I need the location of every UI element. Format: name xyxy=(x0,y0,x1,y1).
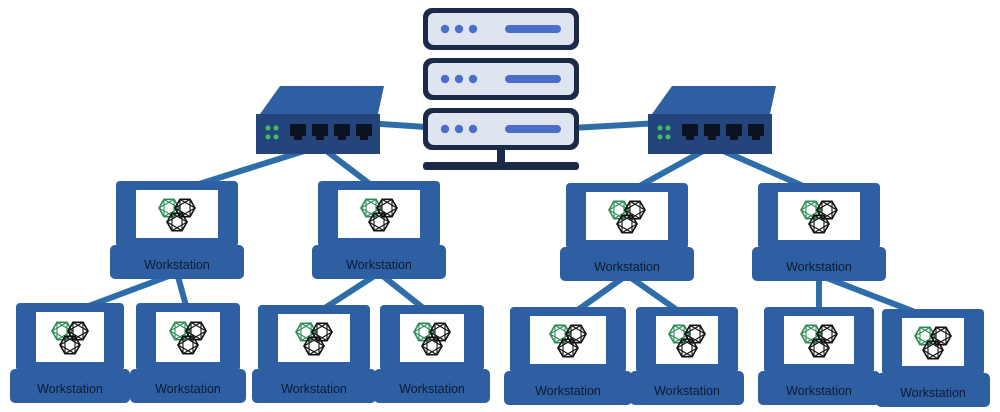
status-light xyxy=(657,134,663,140)
workstation-base xyxy=(758,371,880,405)
workstation-icon xyxy=(374,305,490,403)
hexagon-logo-icon xyxy=(799,324,839,358)
server-led xyxy=(468,124,478,134)
workstation-base xyxy=(312,245,446,279)
workstation-5: Workstation xyxy=(10,303,130,403)
workstation-icon xyxy=(630,307,744,405)
workstation-1: Workstation xyxy=(110,181,244,279)
workstation-icon xyxy=(876,309,990,407)
workstation-label: Workstation xyxy=(346,258,412,272)
hexagon-logo-icon xyxy=(168,321,208,355)
workstation-label: Workstation xyxy=(155,382,221,396)
workstation-10: Workstation xyxy=(630,307,744,405)
workstation-label: Workstation xyxy=(900,386,966,400)
workstation-icon xyxy=(504,307,632,405)
server-led xyxy=(440,124,450,134)
server-led xyxy=(440,24,450,34)
status-light xyxy=(657,125,663,131)
workstation-base xyxy=(504,371,632,405)
ethernet-port xyxy=(290,124,306,140)
network-switch-icon xyxy=(256,86,384,154)
ethernet-port xyxy=(748,124,764,140)
server-drive-slot xyxy=(505,75,561,83)
workstation-base xyxy=(130,369,246,403)
workstation-icon xyxy=(758,307,880,405)
workstation-base xyxy=(252,369,376,403)
workstation-6: Workstation xyxy=(130,303,246,403)
hexagon-logo-icon xyxy=(157,198,197,232)
workstation-icon xyxy=(130,303,246,403)
hexagon-logo-icon xyxy=(607,200,647,234)
workstation-7: Workstation xyxy=(252,305,376,403)
workstation-label: Workstation xyxy=(37,382,103,396)
workstation-2: Workstation xyxy=(312,181,446,279)
workstation-icon xyxy=(252,305,376,403)
network-switch-icon xyxy=(648,86,776,154)
server-drive-slot xyxy=(505,25,561,33)
workstation-base xyxy=(630,371,744,405)
workstation-label: Workstation xyxy=(399,382,465,396)
ethernet-port xyxy=(334,124,350,140)
workstation-label: Workstation xyxy=(654,384,720,398)
hexagon-logo-icon xyxy=(412,322,452,356)
ethernet-port xyxy=(312,124,328,140)
server-led xyxy=(468,74,478,84)
server-led xyxy=(440,74,450,84)
workstation-3: Workstation xyxy=(560,183,694,281)
server-led xyxy=(454,74,464,84)
workstation-icon xyxy=(10,303,130,403)
status-light xyxy=(273,134,279,140)
workstation-base xyxy=(374,369,490,403)
workstation-base xyxy=(110,245,244,279)
workstation-icon xyxy=(560,183,694,281)
server-led xyxy=(468,24,478,34)
workstation-12: Workstation xyxy=(876,309,990,407)
workstation-label: Workstation xyxy=(786,260,852,274)
server-led xyxy=(454,124,464,134)
hexagon-logo-icon xyxy=(359,198,399,232)
workstation-base xyxy=(560,247,694,281)
hexagon-logo-icon xyxy=(667,324,707,358)
workstation-base xyxy=(752,247,886,281)
ethernet-port xyxy=(704,124,720,140)
workstation-9: Workstation xyxy=(504,307,632,405)
hexagon-logo-icon xyxy=(50,321,90,355)
workstation-label: Workstation xyxy=(786,384,852,398)
server-drive-slot xyxy=(505,125,561,133)
status-light xyxy=(265,125,271,131)
hexagon-logo-icon xyxy=(799,200,839,234)
ethernet-port xyxy=(726,124,742,140)
status-light xyxy=(665,134,671,140)
workstation-label: Workstation xyxy=(535,384,601,398)
server-icon xyxy=(423,8,579,170)
workstation-4: Workstation xyxy=(752,183,886,281)
status-light xyxy=(273,125,279,131)
workstation-11: Workstation xyxy=(758,307,880,405)
workstation-icon xyxy=(110,181,244,279)
workstation-label: Workstation xyxy=(144,258,210,272)
status-light xyxy=(265,134,271,140)
ethernet-port xyxy=(356,124,372,140)
workstation-8: Workstation xyxy=(374,305,490,403)
workstation-base xyxy=(10,369,130,403)
hexagon-logo-icon xyxy=(548,324,588,358)
workstation-label: Workstation xyxy=(281,382,347,396)
hexagon-logo-icon xyxy=(913,326,953,360)
workstation-icon xyxy=(312,181,446,279)
workstation-label: Workstation xyxy=(594,260,660,274)
ethernet-port xyxy=(682,124,698,140)
workstation-base xyxy=(876,373,990,407)
hexagon-logo-icon xyxy=(294,322,334,356)
status-light xyxy=(665,125,671,131)
workstation-icon xyxy=(752,183,886,281)
server-led xyxy=(454,24,464,34)
